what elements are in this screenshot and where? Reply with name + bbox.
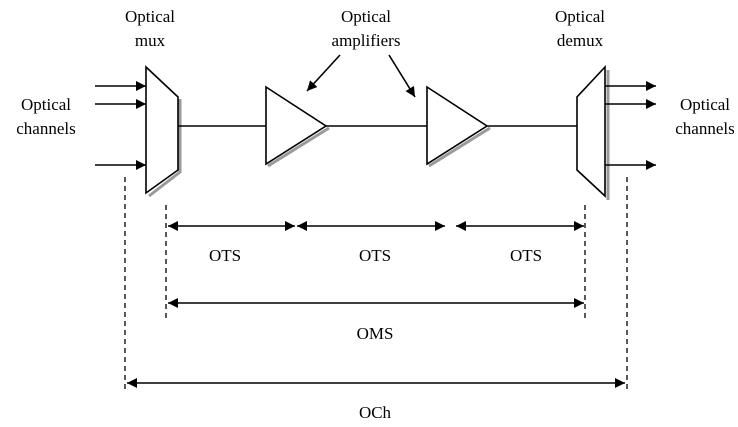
optical-mux-label-line2: mux <box>135 31 166 50</box>
optical-demux-shape <box>576 64 610 200</box>
optical-channels-left-label-line2: channels <box>16 119 75 138</box>
optical-channels-left-label-line1: Optical <box>21 95 71 114</box>
och-label: OCh <box>359 403 392 422</box>
optical-channels-right-label-line1: Optical <box>680 95 730 114</box>
optical-amplifiers-label-line2: amplifiers <box>332 31 401 50</box>
amplifier-pointer-arrow-1 <box>306 54 341 92</box>
oms-label: OMS <box>357 324 394 343</box>
ots-label-3: OTS <box>510 246 542 265</box>
ots-label-2: OTS <box>359 246 391 265</box>
optical-amplifiers-label-line1: Optical <box>341 7 391 26</box>
amplifier-pointer-arrow-2 <box>388 54 416 98</box>
optical-amplifier-2 <box>426 85 491 168</box>
optical-mux-label-line1: Optical <box>125 7 175 26</box>
optical-mux-shape <box>145 65 182 198</box>
optical-amplifier-1 <box>265 85 330 168</box>
optical-channels-right-label-line2: channels <box>675 119 734 138</box>
ots-label-1: OTS <box>209 246 241 265</box>
optical-demux-label-line2: demux <box>557 31 604 50</box>
optical-demux-label-line1: Optical <box>555 7 605 26</box>
